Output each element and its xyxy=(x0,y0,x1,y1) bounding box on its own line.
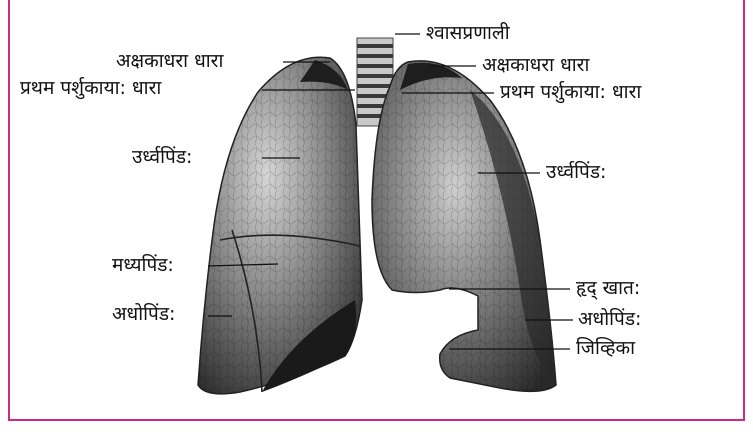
left-lung-shape xyxy=(372,61,556,392)
rib-right-label: प्रथम पर्शुकाया: धारा xyxy=(500,83,641,102)
rib-left-label: प्रथम पर्शुकाया: धारा xyxy=(20,79,161,98)
apex-right-label: अक्षकाधरा धारा xyxy=(482,56,589,75)
trachea-label: श्वासप्रणाली xyxy=(426,24,510,43)
upper-lobe-left-label: उर्ध्वपिंड: xyxy=(132,148,192,167)
cardiac-notch-label: हृद् खात: xyxy=(576,279,640,298)
middle-lobe-label: मध्यपिंड: xyxy=(112,256,174,275)
right-lung-shape xyxy=(198,57,362,394)
lower-lobe-right-label: अधोपिंड: xyxy=(578,310,641,329)
upper-lobe-right-label: उर्ध्वपिंड: xyxy=(546,163,606,182)
lower-lobe-left-label: अधोपिंड: xyxy=(112,305,175,324)
lingula-label: जिव्हिका xyxy=(576,339,635,358)
apex-left-label: अक्षकाधरा धारा xyxy=(116,52,223,71)
